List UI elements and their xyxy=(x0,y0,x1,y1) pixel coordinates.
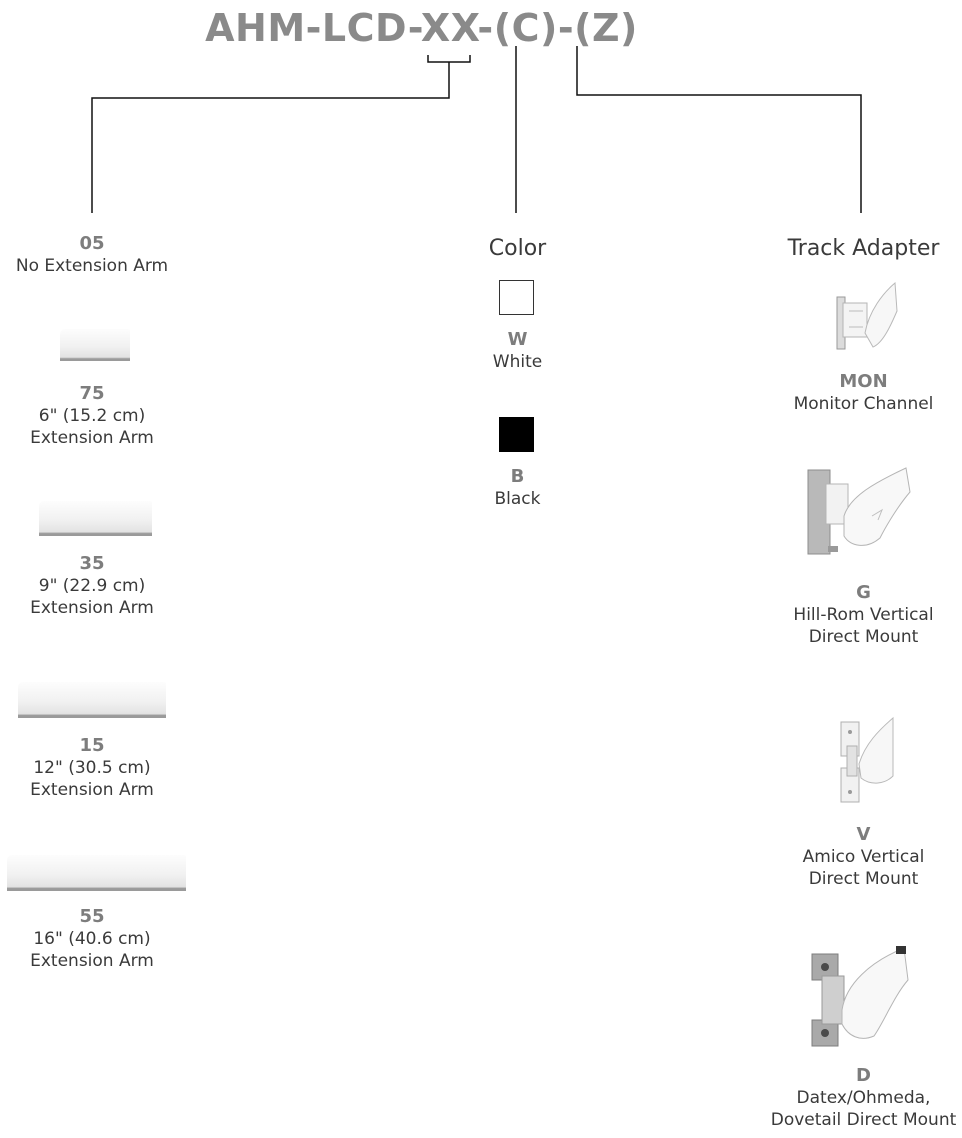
extension-option-55: 55 16" (40.6 cm) Extension Arm xyxy=(0,906,184,972)
extension-code: 15 xyxy=(79,735,105,756)
amico-vertical-mount-icon xyxy=(840,716,894,803)
extension-code: 35 xyxy=(79,553,105,574)
track-adapter-option-mon: MON Monitor Channel xyxy=(765,371,962,415)
extension-option-35: 35 9" (22.9 cm) Extension Arm xyxy=(0,553,184,619)
monitor-channel-adapter-icon xyxy=(836,281,898,350)
extension-connector xyxy=(91,62,450,213)
track-adapter-heading: Track Adapter xyxy=(787,236,940,261)
extension-code: 55 xyxy=(79,906,105,927)
part-number-title: AHM-LCD-XX-(C)-(Z) xyxy=(205,6,638,50)
black-swatch xyxy=(499,417,534,452)
extension-desc: Extension Arm xyxy=(30,780,154,800)
extension-size: 6" (15.2 cm) xyxy=(38,406,146,426)
hill-rom-vertical-mount-icon xyxy=(807,467,911,555)
xx-bracket xyxy=(427,55,471,63)
dovetail-direct-mount-icon xyxy=(811,946,909,1047)
adapter-code: G xyxy=(856,582,871,603)
white-swatch xyxy=(499,280,534,315)
adapter-desc-2: Direct Mount xyxy=(808,869,919,889)
adapter-code: D xyxy=(856,1065,871,1086)
color-code: W xyxy=(507,329,528,350)
extension-desc: Extension Arm xyxy=(30,598,154,618)
adapter-desc: Hill-Rom Vertical xyxy=(793,605,934,625)
track-adapter-option-g: G Hill-Rom Vertical Direct Mount xyxy=(765,582,962,648)
adapter-desc-2: Direct Mount xyxy=(808,627,919,647)
extension-size: 12" (30.5 cm) xyxy=(33,758,151,778)
extension-arm-12in-image xyxy=(18,682,166,718)
adapter-code: V xyxy=(856,824,871,845)
adapter-desc: Monitor Channel xyxy=(793,394,934,414)
extension-option-75: 75 6" (15.2 cm) Extension Arm xyxy=(0,383,184,449)
color-code: B xyxy=(510,466,525,487)
adapter-code: MON xyxy=(839,371,888,392)
extension-option-05: 05 No Extension Arm xyxy=(0,233,184,277)
adapter-desc: Datex/Ohmeda, xyxy=(796,1088,931,1108)
extension-code: 05 xyxy=(79,233,105,254)
extension-desc: No Extension Arm xyxy=(15,256,169,276)
extension-code: 75 xyxy=(79,383,105,404)
extension-desc: Extension Arm xyxy=(30,428,154,448)
track-adapter-connector xyxy=(576,46,862,213)
adapter-desc-2: Dovetail Direct Mount xyxy=(770,1110,957,1130)
extension-size: 9" (22.9 cm) xyxy=(38,576,146,596)
extension-size: 16" (40.6 cm) xyxy=(33,929,151,949)
extension-option-15: 15 12" (30.5 cm) Extension Arm xyxy=(0,735,184,801)
color-name: Black xyxy=(494,489,541,509)
color-heading: Color xyxy=(488,236,547,261)
extension-arm-6in-image xyxy=(60,329,130,361)
color-name: White xyxy=(492,352,543,372)
track-adapter-option-d: D Datex/Ohmeda, Dovetail Direct Mount xyxy=(765,1065,962,1131)
extension-desc: Extension Arm xyxy=(30,951,154,971)
track-adapter-option-v: V Amico Vertical Direct Mount xyxy=(765,824,962,890)
adapter-desc: Amico Vertical xyxy=(802,847,925,867)
extension-arm-9in-image xyxy=(39,501,152,536)
color-option-black: B Black xyxy=(440,466,595,510)
extension-arm-16in-image xyxy=(7,855,186,891)
color-option-white: W White xyxy=(440,329,595,373)
